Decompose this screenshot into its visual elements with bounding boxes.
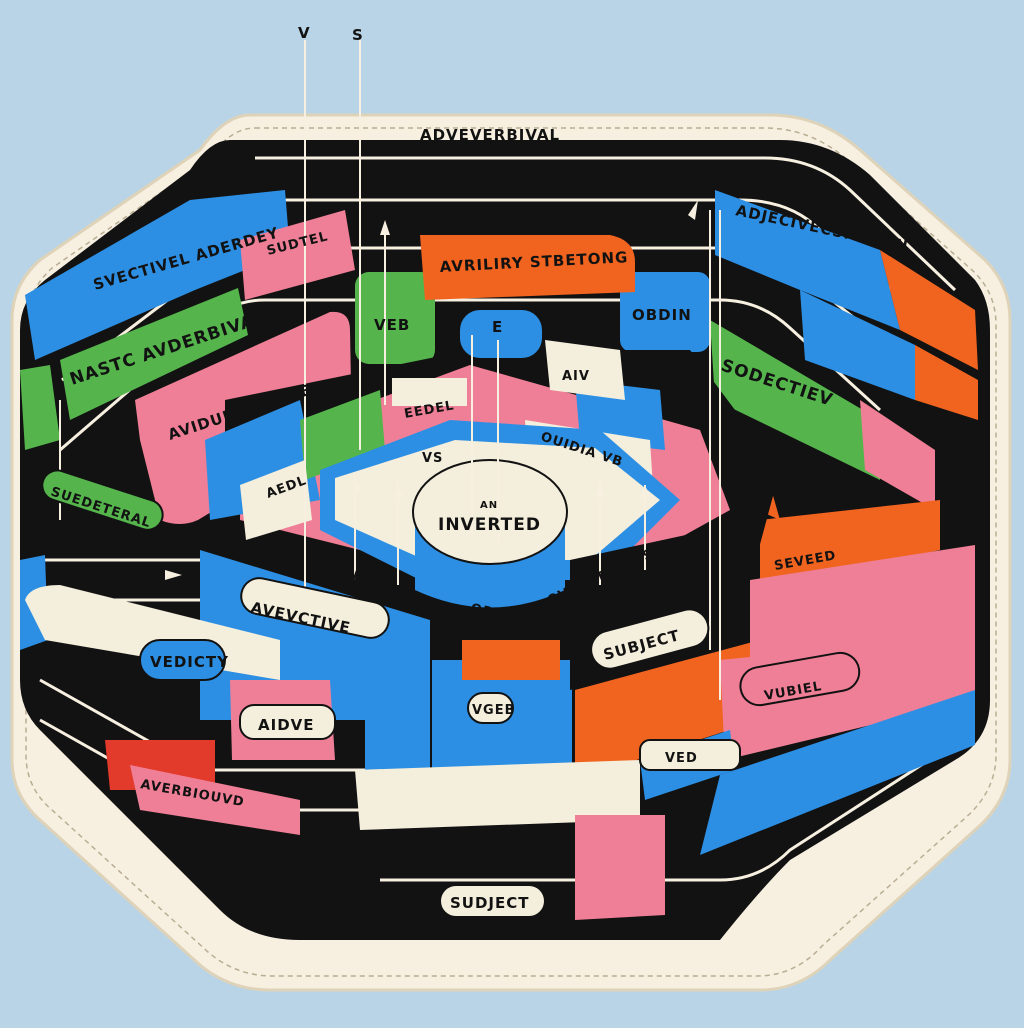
band-pink-upper-left: [240, 210, 355, 300]
label-subject-bottom: SUDECT: [470, 829, 534, 844]
lower-orange-right: [575, 640, 760, 780]
label-ved: VED: [665, 751, 698, 766]
inner-ring-blue-top: [460, 310, 542, 358]
label-vedicty: VEDICTY: [150, 653, 229, 671]
label-vs: VS: [422, 451, 443, 466]
arrow-heads: [165, 200, 698, 580]
lower-pink-averbiouvd: [130, 765, 300, 835]
label-aiv: AIV: [562, 369, 590, 384]
band-orange-seveed: [760, 500, 940, 590]
connector-lines: [59, 40, 721, 700]
label-subject-lower: SUDJECT: [450, 894, 530, 912]
label-e-marker: E: [492, 318, 503, 336]
band-green-right: [710, 320, 880, 480]
label-adverbial-top: ADVEVERBIVAL: [420, 126, 560, 144]
center-small-label: AN: [480, 500, 498, 511]
label-veb: VEB: [374, 316, 410, 334]
band-blue-right-2: [800, 290, 915, 400]
band-orange-right: [880, 250, 978, 370]
band-pink-right: [860, 400, 935, 510]
label-pills: [41, 469, 861, 918]
label-obdin: OBDIN: [632, 306, 692, 324]
band-orange-right-2: [915, 345, 978, 420]
band-green-adverbial: [60, 288, 248, 420]
center-main-label: INVERTED: [438, 515, 541, 535]
band-blue-left: [25, 190, 290, 360]
band-green-left: [20, 365, 60, 450]
inner-ring-cream-top: [392, 378, 467, 406]
band-orange-auxiliary: [420, 235, 635, 300]
inner-ring-cream-right: [545, 340, 625, 400]
band-blue-right: [715, 190, 900, 330]
lower-cream-bottom: [355, 760, 640, 830]
inner-ring-cream: [240, 460, 312, 540]
label-vgeb: VGEB: [472, 703, 516, 718]
band-green-verb: [355, 272, 435, 364]
lower-blue-right: [700, 690, 975, 855]
label-aidve: AIDVE: [258, 716, 315, 734]
marker-s: S: [352, 26, 364, 44]
marker-v: V: [298, 24, 311, 42]
lower-orange-center: [462, 640, 560, 680]
core-cylinder-top: [412, 459, 568, 565]
band-blue-obdin: [620, 272, 710, 352]
lower-pink-bottom: [575, 815, 665, 920]
